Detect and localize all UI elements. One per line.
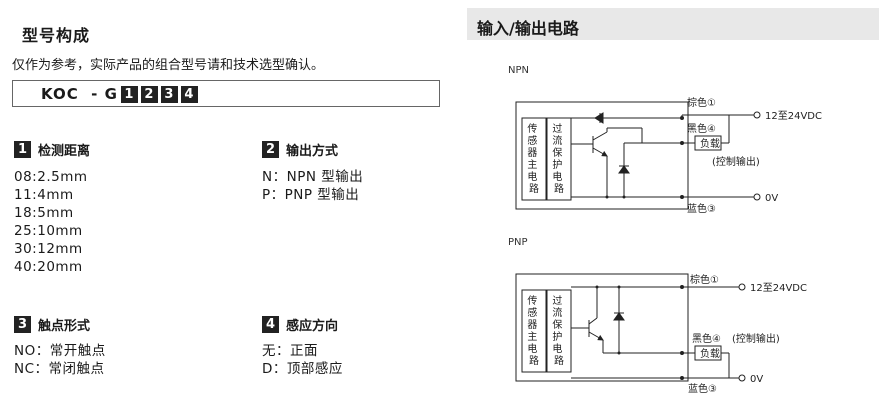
list-item: 无：正面: [262, 343, 318, 359]
list-item: 11:4mm: [14, 187, 74, 203]
npn-brown-label: 棕色①: [687, 96, 716, 109]
list-item: 08:2.5mm: [14, 169, 88, 185]
list-item: D：顶部感应: [262, 361, 343, 377]
list-item: NC：常闭触点: [14, 361, 105, 377]
model-code-4: 4: [180, 86, 198, 103]
npn-sensor-main: 传 感 器 主 电 路: [527, 123, 540, 195]
pnp-black-label: 黑色④: [692, 332, 721, 345]
circuit-header: 输入/输出电路: [467, 8, 879, 40]
npn-load-label: 负载: [700, 137, 720, 150]
list-item: P：PNP 型输出: [262, 187, 360, 203]
section-4-list: 无：正面 D：顶部感应: [262, 342, 343, 378]
npn-label: NPN: [508, 65, 529, 76]
model-prefix: KOC - G: [41, 85, 118, 103]
list-item: 18:5mm: [14, 205, 74, 221]
section-1-num: 1: [14, 141, 31, 158]
list-item: NO：常开触点: [14, 343, 106, 359]
model-note: 仅作为参考，实际产品的组合型号请和技术选型确认。: [12, 58, 325, 73]
section-3-label: 触点形式: [38, 319, 91, 334]
section-4-title: 4 感应方向: [262, 315, 338, 334]
list-item: 25:10mm: [14, 223, 83, 239]
list-item: 40:20mm: [14, 259, 83, 275]
pnp-vdc-label: 12至24VDC: [750, 282, 807, 294]
npn-dots: [605, 116, 684, 199]
pnp-sensor-main: 传 感 器 主 电 路: [527, 295, 540, 367]
list-item: N：NPN 型输出: [262, 169, 364, 185]
section-2-label: 输出方式: [286, 144, 339, 159]
section-2-num: 2: [262, 141, 279, 158]
circuit-diagrams: NPN: [508, 65, 822, 395]
pnp-ctrl-label: (控制输出): [732, 332, 780, 345]
list-item: 30:12mm: [14, 241, 83, 257]
section-4-num: 4: [262, 316, 279, 333]
npn-protect-circuit: 过 流 保 护 电 路: [552, 122, 565, 195]
model-title: 型号构成: [22, 26, 91, 45]
npn-0v-label: 0V: [765, 193, 778, 204]
pnp-circuit: [515, 273, 746, 382]
npn-black-label: 黑色④: [687, 122, 716, 135]
section-3-num: 3: [14, 316, 31, 333]
circuit-title: 输入/输出电路: [477, 19, 579, 38]
pnp-brown-label: 棕色①: [690, 273, 719, 286]
section-2-title: 2 输出方式: [262, 140, 338, 159]
section-2-list: N：NPN 型输出 P：PNP 型输出: [262, 168, 363, 204]
pnp-protect-circuit: 过 流 保 护 电 路: [552, 294, 565, 367]
npn-vdc-label: 12至24VDC: [765, 110, 822, 122]
pnp-blue-label: 蓝色③: [688, 382, 717, 395]
npn-ctrl-label: (控制输出): [712, 155, 760, 168]
section-1-label: 检测距离: [38, 144, 91, 159]
pnp-dots: [595, 285, 684, 380]
model-code-3: 3: [160, 86, 178, 103]
pnp-label: PNP: [508, 237, 528, 248]
model-code-1: 1: [120, 86, 138, 103]
section-3-list: NO：常开触点 NC：常闭触点: [14, 342, 106, 378]
section-3-title: 3 触点形式: [14, 315, 90, 334]
section-4-label: 感应方向: [286, 319, 339, 334]
npn-circuit: [515, 101, 761, 210]
pnp-0v-label: 0V: [750, 374, 763, 385]
section-1-list: 08:2.5mm 11:4mm 18:5mm 25:10mm 30:12mm 4…: [14, 168, 88, 276]
pnp-load-label: 负载: [700, 347, 720, 360]
section-1-title: 1 检测距离: [14, 140, 90, 159]
model-code-2: 2: [140, 86, 158, 103]
npn-blue-label: 蓝色③: [687, 202, 716, 215]
